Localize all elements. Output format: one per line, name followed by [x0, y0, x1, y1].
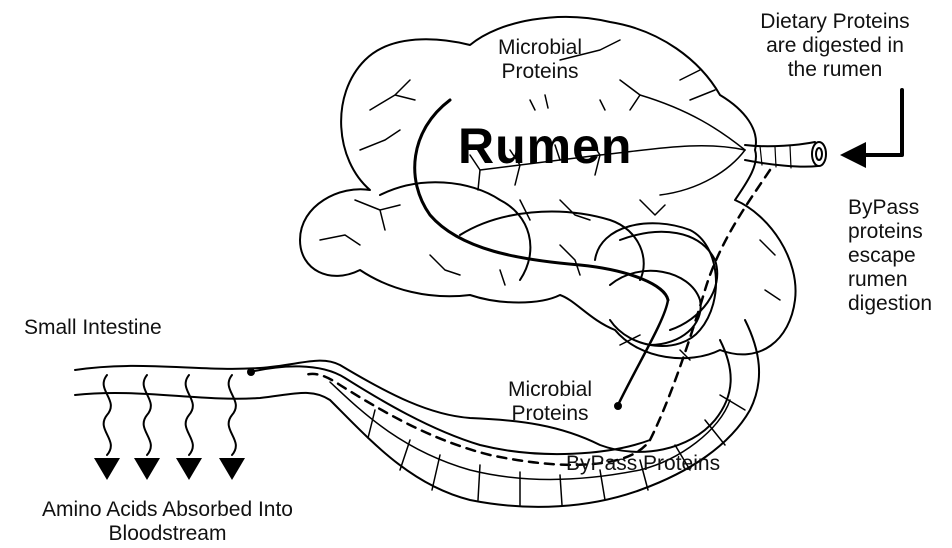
- dietary-proteins-label: Dietary Proteins are digested in the rum…: [730, 10, 940, 82]
- bypass-proteins-label: ByPass Proteins: [566, 452, 720, 476]
- rumen-title: Rumen: [458, 118, 632, 174]
- microbial-proteins-top-label: Microbial Proteins: [470, 36, 610, 84]
- bypass-escape-label: ByPass proteins escape rumen digestion: [848, 196, 952, 316]
- absorption-arrows: [94, 375, 245, 480]
- dietary-arrowhead: [840, 142, 866, 168]
- amino-acids-label: Amino Acids Absorbed Into Bloodstream: [0, 498, 335, 546]
- intestine-lower-wall: [75, 320, 759, 507]
- microbial-pointer: [618, 300, 668, 405]
- small-intestine-label: Small Intestine: [24, 316, 162, 340]
- rumen-inner-lobe-3: [620, 232, 717, 330]
- dietary-arrow-line: [862, 90, 902, 155]
- esophagus-opening: [812, 142, 826, 166]
- microbial-proteins-bottom-label: Microbial Proteins: [480, 378, 620, 426]
- rumen-inner-lobe-1: [380, 182, 530, 280]
